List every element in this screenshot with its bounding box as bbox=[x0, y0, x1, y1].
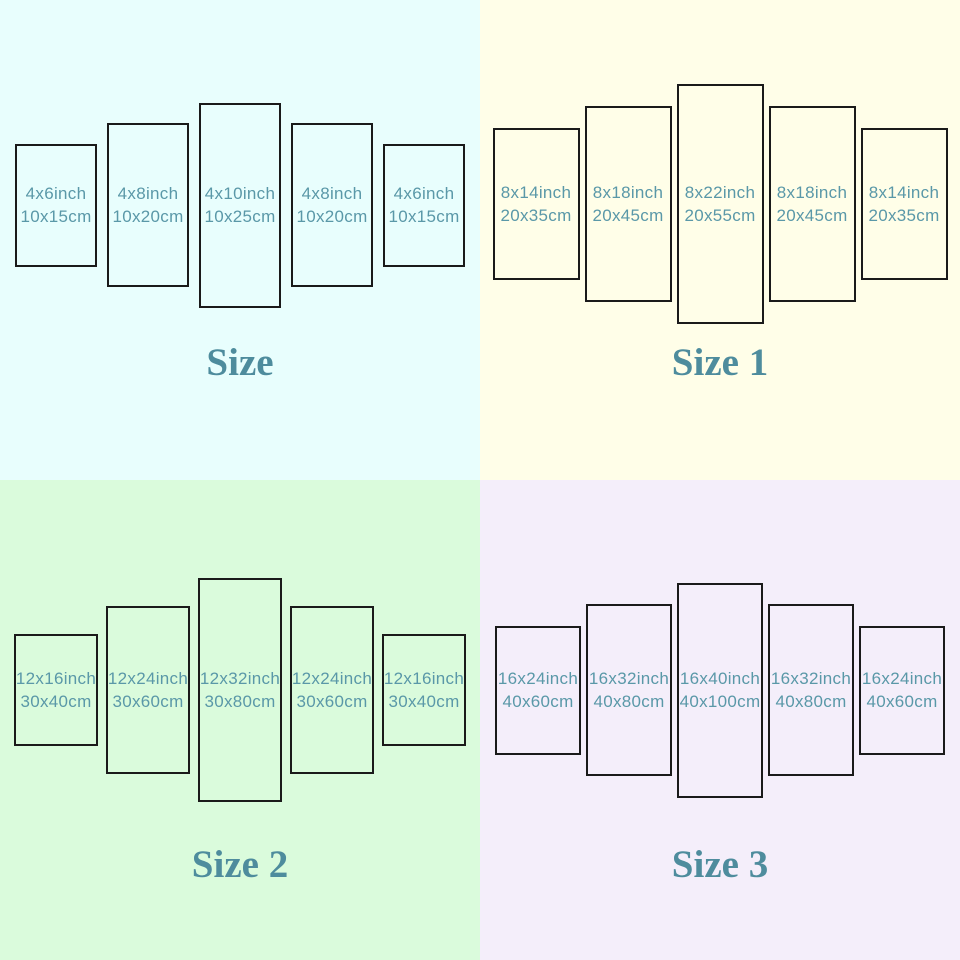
canvas-panel: 16x40inch 40x100cm bbox=[677, 582, 763, 798]
panel-size-label: 16x32inch 40x80cm bbox=[589, 667, 669, 713]
quadrant-title: Size 3 bbox=[671, 843, 769, 886]
panel-row: 12x16inch 30x40cm 12x24inch 30x60cm 12x32inc… bbox=[0, 480, 480, 900]
panel-size-label: 8x18inch 20x45cm bbox=[776, 181, 847, 227]
panel-size-label: 4x6inch 10x15cm bbox=[20, 182, 91, 228]
panel-size-label: 4x6inch 10x15cm bbox=[388, 182, 459, 228]
panel-size-inch: 12x16inch bbox=[383, 669, 465, 688]
panel-size-cm: 20x35cm bbox=[868, 206, 940, 225]
size-chart-quadrant-size-3: 16x24inch 40x60cm 16x32inch 40x80cm 16x40inc… bbox=[480, 480, 960, 960]
panel-size-inch: 12x24inch bbox=[107, 669, 189, 688]
panel-size-label: 4x8inch 10x20cm bbox=[296, 182, 367, 228]
panel-size-label: 8x14inch 20x35cm bbox=[868, 181, 939, 227]
panel-size-inch: 4x8inch bbox=[301, 184, 363, 203]
panel-size-inch: 12x16inch bbox=[15, 669, 97, 688]
panel-size-cm: 30x40cm bbox=[388, 692, 460, 711]
panel-size-inch: 4x6inch bbox=[25, 184, 87, 203]
panel-size-label: 16x24inch 40x60cm bbox=[498, 667, 578, 713]
panel-size-inch: 8x18inch bbox=[592, 183, 664, 202]
canvas-panel: 12x24inch 30x60cm bbox=[106, 606, 190, 774]
panel-size-inch: 4x6inch bbox=[393, 184, 455, 203]
panel-size-label: 8x14inch 20x35cm bbox=[500, 181, 571, 227]
size-chart-quadrant-size-2: 12x16inch 30x40cm 12x24inch 30x60cm 12x32inc… bbox=[0, 480, 480, 960]
panel-row: 4x6inch 10x15cm 4x8inch 10x20cm 4x10inch 10x2… bbox=[0, 0, 480, 410]
panel-size-label: 16x32inch 40x80cm bbox=[771, 667, 851, 713]
panel-size-label: 4x10inch 10x25cm bbox=[204, 182, 275, 228]
canvas-panel: 4x8inch 10x20cm bbox=[107, 123, 189, 287]
panel-size-label: 8x22inch 20x55cm bbox=[684, 181, 755, 227]
panel-size-cm: 10x25cm bbox=[204, 207, 276, 226]
canvas-panel: 8x18inch 20x45cm bbox=[584, 106, 672, 302]
size-chart-quadrant-size-1: 8x14inch 20x35cm 8x18inch 20x45cm 8x22inch 20… bbox=[480, 0, 960, 480]
canvas-panel: 16x32inch 40x80cm bbox=[586, 604, 672, 776]
panel-size-cm: 30x80cm bbox=[204, 692, 276, 711]
canvas-panel: 8x14inch 20x35cm bbox=[492, 127, 580, 281]
panel-size-label: 4x8inch 10x20cm bbox=[112, 182, 183, 228]
panel-size-cm: 30x40cm bbox=[20, 692, 92, 711]
panel-size-inch: 16x32inch bbox=[588, 669, 670, 688]
panel-size-inch: 8x22inch bbox=[684, 183, 756, 202]
panel-size-label: 12x16inch 30x40cm bbox=[384, 667, 464, 713]
panel-size-cm: 20x35cm bbox=[500, 206, 572, 225]
canvas-panel: 8x22inch 20x55cm bbox=[676, 84, 764, 324]
canvas-panel: 12x32inch 30x80cm bbox=[198, 578, 282, 802]
panel-size-cm: 20x45cm bbox=[592, 206, 664, 225]
quadrant-title: Size bbox=[206, 341, 274, 384]
canvas-panel: 16x24inch 40x60cm bbox=[859, 625, 945, 755]
panel-size-label: 12x16inch 30x40cm bbox=[16, 667, 96, 713]
quadrant-title: Size 2 bbox=[191, 843, 289, 886]
panel-size-inch: 16x24inch bbox=[861, 669, 943, 688]
panel-size-inch: 8x14inch bbox=[868, 183, 940, 202]
panel-size-cm: 10x20cm bbox=[296, 207, 368, 226]
panel-size-inch: 16x40inch bbox=[679, 669, 761, 688]
panel-size-cm: 30x60cm bbox=[296, 692, 368, 711]
canvas-panel: 4x10inch 10x25cm bbox=[199, 102, 281, 308]
panel-size-inch: 8x18inch bbox=[776, 183, 848, 202]
canvas-panel: 12x16inch 30x40cm bbox=[382, 634, 466, 746]
panel-size-cm: 10x20cm bbox=[112, 207, 184, 226]
canvas-panel: 8x14inch 20x35cm bbox=[860, 127, 948, 281]
panel-size-cm: 10x15cm bbox=[20, 207, 92, 226]
panel-size-label: 16x40inch 40x100cm bbox=[680, 667, 761, 713]
panel-size-inch: 16x32inch bbox=[770, 669, 852, 688]
panel-size-cm: 40x60cm bbox=[502, 692, 574, 711]
canvas-panel: 12x16inch 30x40cm bbox=[14, 634, 98, 746]
panel-size-cm: 40x60cm bbox=[866, 692, 938, 711]
panel-row: 16x24inch 40x60cm 16x32inch 40x80cm 16x40inc… bbox=[480, 480, 960, 900]
canvas-panel: 4x6inch 10x15cm bbox=[15, 143, 97, 267]
panel-size-label: 12x24inch 30x60cm bbox=[108, 667, 188, 713]
panel-row: 8x14inch 20x35cm 8x18inch 20x45cm 8x22inch 20… bbox=[480, 0, 960, 408]
size-chart-quadrant-default: 4x6inch 10x15cm 4x8inch 10x20cm 4x10inch 10x2… bbox=[0, 0, 480, 480]
panel-size-inch: 4x10inch bbox=[204, 184, 276, 203]
panel-size-inch: 4x8inch bbox=[117, 184, 179, 203]
panel-size-label: 8x18inch 20x45cm bbox=[592, 181, 663, 227]
panel-size-inch: 16x24inch bbox=[497, 669, 579, 688]
panel-size-cm: 40x80cm bbox=[775, 692, 847, 711]
canvas-panel: 4x8inch 10x20cm bbox=[291, 123, 373, 287]
canvas-panel: 16x24inch 40x60cm bbox=[495, 625, 581, 755]
panel-size-inch: 8x14inch bbox=[500, 183, 572, 202]
canvas-panel: 8x18inch 20x45cm bbox=[768, 106, 856, 302]
quadrant-title: Size 1 bbox=[671, 341, 769, 384]
panel-size-cm: 20x55cm bbox=[684, 206, 756, 225]
panel-size-cm: 40x80cm bbox=[593, 692, 665, 711]
canvas-panel: 4x6inch 10x15cm bbox=[383, 143, 465, 267]
panel-size-inch: 12x32inch bbox=[199, 669, 281, 688]
panel-size-label: 12x32inch 30x80cm bbox=[200, 667, 280, 713]
panel-size-cm: 40x100cm bbox=[679, 692, 761, 711]
panel-size-inch: 12x24inch bbox=[291, 669, 373, 688]
canvas-panel: 16x32inch 40x80cm bbox=[768, 604, 854, 776]
panel-size-label: 16x24inch 40x60cm bbox=[862, 667, 942, 713]
panel-size-label: 12x24inch 30x60cm bbox=[292, 667, 372, 713]
panel-size-cm: 30x60cm bbox=[112, 692, 184, 711]
panel-size-cm: 20x45cm bbox=[776, 206, 848, 225]
canvas-panel: 12x24inch 30x60cm bbox=[290, 606, 374, 774]
panel-size-cm: 10x15cm bbox=[388, 207, 460, 226]
